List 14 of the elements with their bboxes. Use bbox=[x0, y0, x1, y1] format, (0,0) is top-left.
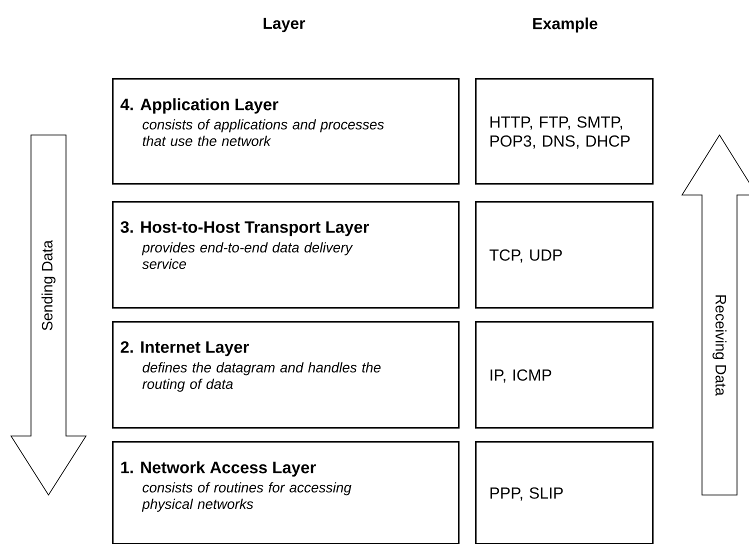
layer-description: defines the datagram and handles the routing of data bbox=[142, 362, 381, 392]
layer-description: provides end-to-end data delivery service bbox=[142, 242, 353, 269]
layer-title: 1. Network Access Layer bbox=[121, 461, 316, 477]
protocol-list: HTTP, FTP, SMTP, POP3, DNS, DHCP bbox=[490, 116, 630, 149]
layer-description: consists of routines for accessing physical networks bbox=[142, 482, 352, 512]
layer-title: 3. Host-to-Host Transport Layer bbox=[120, 221, 369, 236]
protocol-list: TCP, UDP bbox=[490, 249, 562, 263]
layer-description: consists of applications and processes that use the network bbox=[142, 119, 384, 146]
column-heading: Layer bbox=[264, 18, 306, 32]
protocol-list: PPP, SLIP bbox=[490, 487, 563, 501]
layer-title: 4. Application Layer bbox=[120, 98, 278, 114]
layer-title: 2. Internet Layer bbox=[120, 341, 249, 356]
column-heading: Example bbox=[533, 18, 598, 32]
protocol-list: IP, ICMP bbox=[490, 369, 552, 383]
